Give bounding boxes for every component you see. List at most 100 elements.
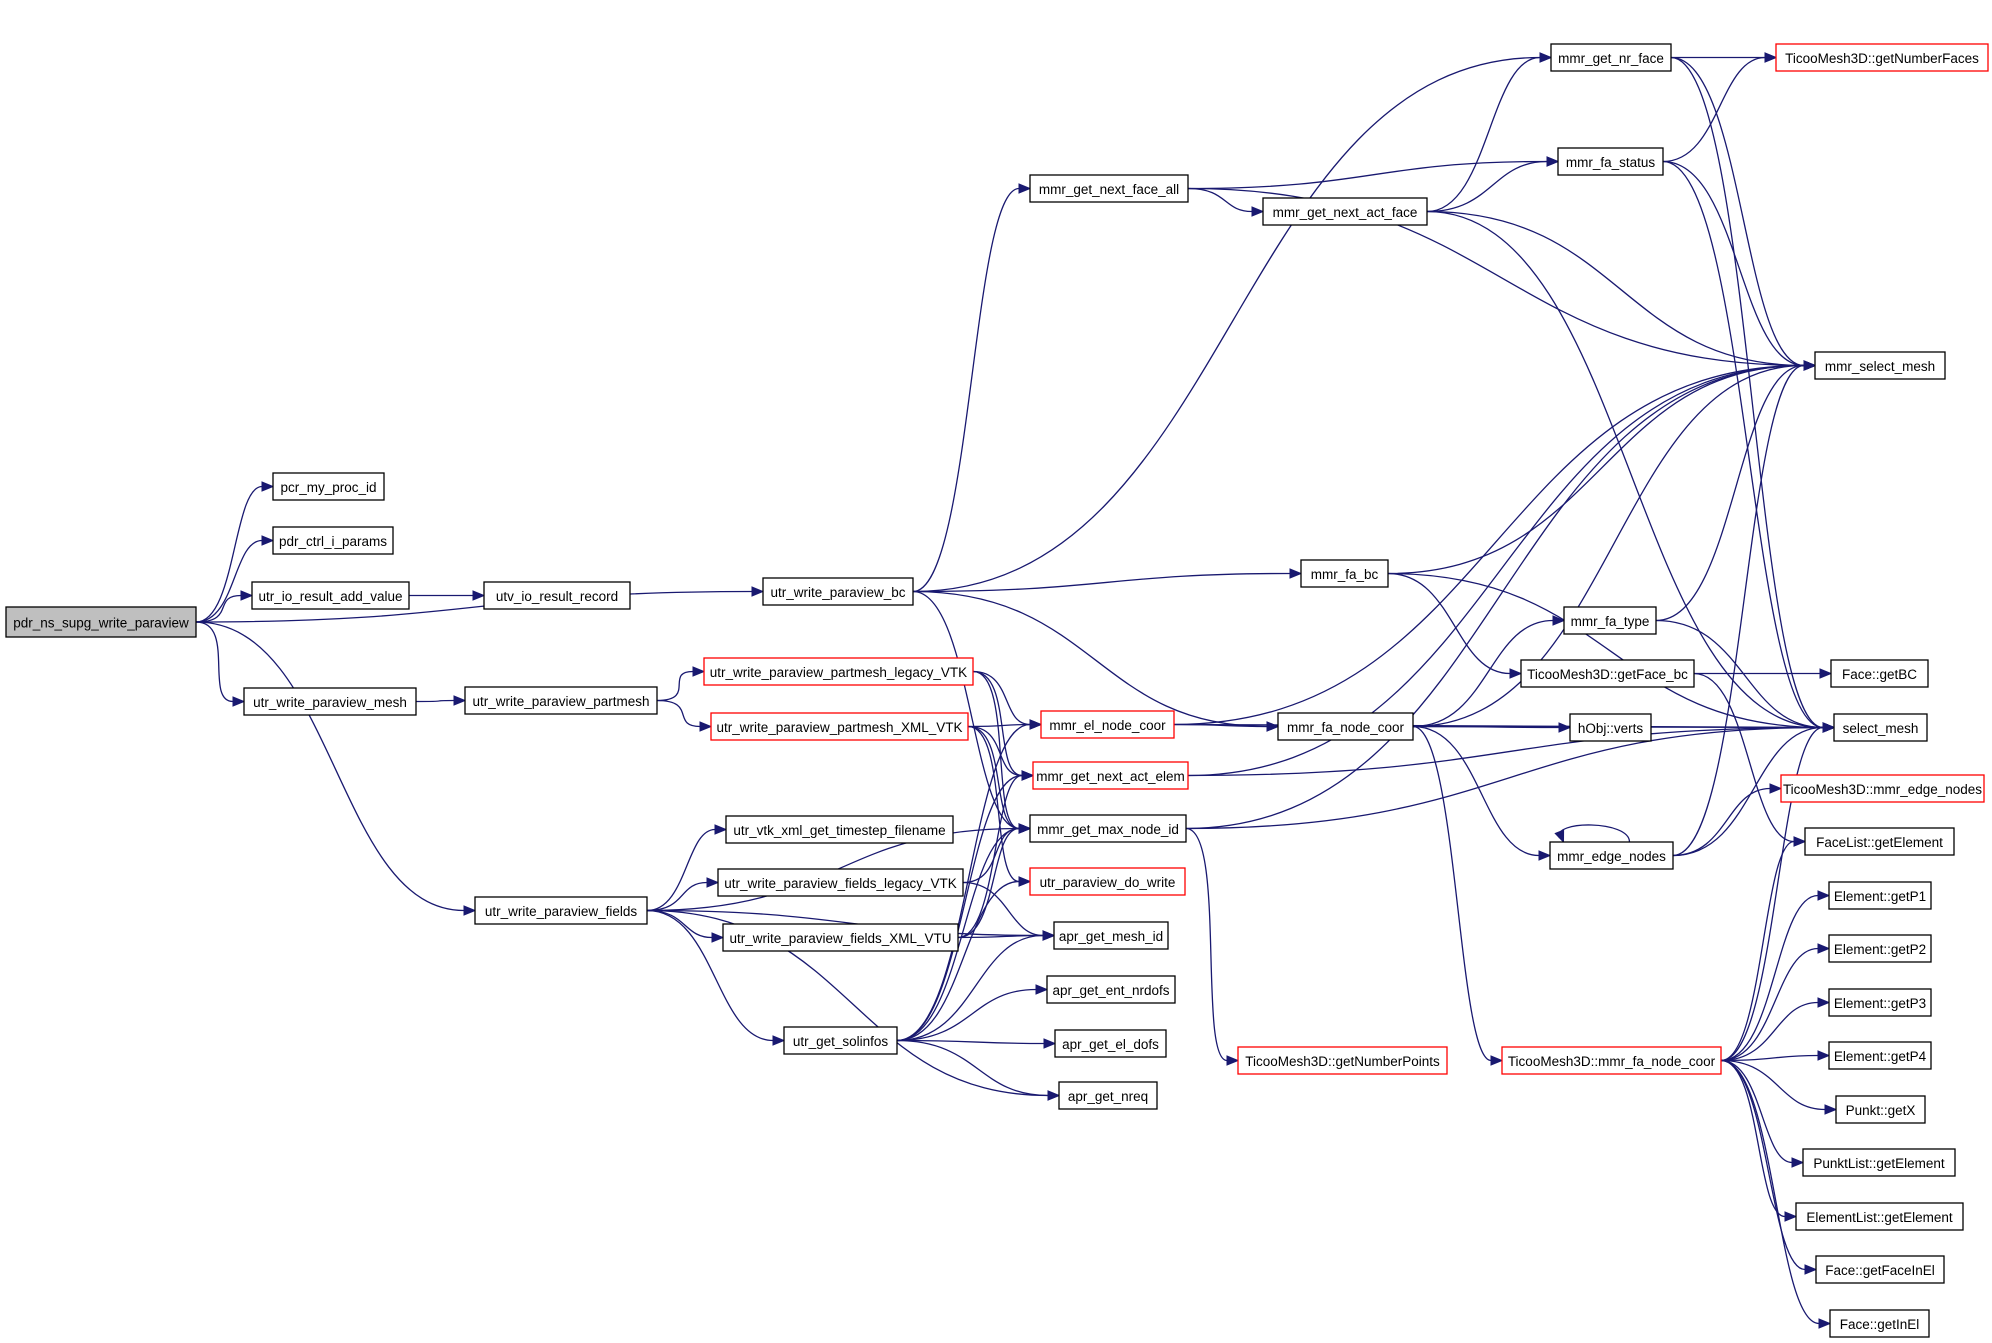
node-box	[762, 577, 914, 606]
edge-utr-io-result-add-value-to-utv-io-result-record	[408, 590, 486, 601]
node-ticoomesh3d-mmr-fa-node-coor[interactable]: TicooMesh3D::mmr_fa_node_coor	[1501, 1046, 1722, 1075]
node-label: hObj::verts	[1578, 721, 1644, 736]
node-mmr-fa-bc[interactable]: mmr_fa_bc	[1300, 559, 1389, 588]
edge-ticoomesh3d-mmr-fa-node-coor-to-punktlist-getelement	[1720, 1059, 1805, 1168]
node-mmr-edge-nodes[interactable]: mmr_edge_nodes	[1549, 841, 1674, 870]
edge-utr-write-paraview-partmesh-to-utr-write-paraview-partmesh-xml-vtk	[656, 699, 713, 732]
node-mmr-fa-status[interactable]: mmr_fa_status	[1557, 147, 1664, 176]
node-label: Face::getBC	[1842, 667, 1917, 682]
node-elementlist-getelement[interactable]: ElementList::getElement	[1795, 1202, 1964, 1231]
node-label: pdr_ns_supg_write_paraview	[13, 616, 189, 631]
node-utr-paraview-do-write[interactable]: utr_paraview_do_write	[1029, 867, 1186, 896]
node-mmr-get-next-act-elem[interactable]: mmr_get_next_act_elem	[1032, 761, 1189, 790]
edge-mmr-edge-nodes-to-ticoomesh3d-mmr-edge-nodes	[1672, 783, 1783, 857]
node-label: FaceList::getElement	[1816, 835, 1943, 850]
node-box	[722, 923, 959, 952]
edge-pdr-ns-supg-write-paraview-to-utr-write-paraview-fields	[195, 621, 477, 916]
node-label: apr_get_nreq	[1068, 1089, 1148, 1104]
node-box	[1557, 147, 1664, 176]
node-utr-io-result-add-value[interactable]: utr_io_result_add_value	[251, 581, 410, 610]
node-label: pcr_my_proc_id	[280, 480, 376, 495]
node-box	[1029, 867, 1186, 896]
edge-utr-get-solinfos-to-apr-get-ent-nrdofs	[896, 984, 1049, 1042]
edge-utr-get-solinfos-to-apr-get-mesh-id	[896, 930, 1056, 1042]
edge-mmr-get-next-act-face-to-mmr-fa-status	[1426, 156, 1560, 213]
node-label: utr_get_solinfos	[793, 1034, 889, 1049]
node-utr-write-paraview-fields-legacy-vtk[interactable]: utr_write_paraview_fields_legacy_VTK	[717, 868, 964, 897]
node-ticoomesh3d-getnumberfaces[interactable]: TicooMesh3D::getNumberFaces	[1775, 43, 1989, 72]
node-apr-get-el-dofs[interactable]: apr_get_el_dofs	[1054, 1029, 1167, 1058]
node-box	[1032, 761, 1189, 790]
node-label: TicooMesh3D::getNumberFaces	[1785, 51, 1979, 66]
node-pdr-ns-supg-write-paraview[interactable]: pdr_ns_supg_write_paraview	[5, 606, 197, 638]
node-box	[1563, 606, 1657, 635]
node-mmr-get-next-act-face[interactable]: mmr_get_next_act_face	[1262, 197, 1428, 226]
node-utr-write-paraview-mesh[interactable]: utr_write_paraview_mesh	[243, 687, 417, 716]
node-label: pdr_ctrl_i_params	[279, 534, 387, 549]
node-apr-get-nreq[interactable]: apr_get_nreq	[1058, 1081, 1158, 1110]
node-label: Element::getP4	[1834, 1049, 1927, 1064]
node-facelist-getelement[interactable]: FaceList::getElement	[1804, 827, 1955, 856]
node-box	[5, 606, 197, 638]
node-utv-io-result-record[interactable]: utv_io_result_record	[483, 581, 631, 610]
node-mmr-el-node-coor[interactable]: mmr_el_node_coor	[1040, 710, 1175, 739]
edge-utr-write-paraview-fields-to-utr-write-paraview-fields-legacy-vtk	[646, 877, 720, 912]
node-mmr-fa-node-coor[interactable]: mmr_fa_node_coor	[1277, 712, 1414, 741]
node-box	[1262, 197, 1428, 226]
node-pdr-ctrl-i-params[interactable]: pdr_ctrl_i_params	[272, 526, 394, 555]
node-mmr-get-max-node-id[interactable]: mmr_get_max_node_id	[1029, 814, 1187, 843]
node-box	[710, 712, 969, 741]
node-label: Face::getInEl	[1840, 1317, 1920, 1332]
node-label: utr_vtk_xml_get_timestep_filename	[733, 823, 945, 838]
node-utr-write-paraview-partmesh-xml-vtk[interactable]: utr_write_paraview_partmesh_XML_VTK	[710, 712, 969, 741]
node-box	[251, 581, 410, 610]
node-utr-get-solinfos[interactable]: utr_get_solinfos	[783, 1026, 898, 1055]
edge-mmr-get-max-node-id-to-mmr-select-mesh	[1185, 360, 1817, 830]
node-box	[1058, 1081, 1158, 1110]
node-element-getp3[interactable]: Element::getP3	[1828, 988, 1932, 1017]
node-utr-write-paraview-fields-xml-vtu[interactable]: utr_write_paraview_fields_XML_VTU	[722, 923, 959, 952]
node-ticoomesh3d-getnumberpoints[interactable]: TicooMesh3D::getNumberPoints	[1237, 1046, 1448, 1075]
node-pcr-my-proc-id[interactable]: pcr_my_proc_id	[272, 472, 385, 501]
node-box	[1775, 43, 1989, 72]
edge-pdr-ns-supg-write-paraview-to-pcr-my-proc-id	[195, 481, 275, 623]
node-mmr-select-mesh[interactable]: mmr_select_mesh	[1814, 351, 1946, 380]
node-mmr-get-nr-face[interactable]: mmr_get_nr_face	[1550, 43, 1672, 72]
node-utr-write-paraview-fields[interactable]: utr_write_paraview_fields	[474, 896, 648, 925]
edge-utr-write-paraview-bc-to-mmr-get-nr-face	[912, 52, 1553, 593]
call-edges	[195, 52, 1838, 1329]
node-element-getp4[interactable]: Element::getP4	[1828, 1041, 1932, 1070]
node-ticoomesh3d-mmr-edge-nodes[interactable]: TicooMesh3D::mmr_edge_nodes	[1780, 774, 1985, 803]
node-label: mmr_get_next_face_all	[1039, 182, 1179, 197]
node-face-getfaceinel[interactable]: Face::getFaceInEl	[1815, 1255, 1945, 1284]
node-element-getp2[interactable]: Element::getP2	[1828, 934, 1932, 963]
node-utr-write-paraview-bc[interactable]: utr_write_paraview_bc	[762, 577, 914, 606]
node-utr-write-paraview-partmesh-legacy-vtk[interactable]: utr_write_paraview_partmesh_legacy_VTK	[703, 657, 974, 686]
node-box	[1029, 174, 1189, 203]
node-label: mmr_fa_bc	[1311, 567, 1379, 582]
node-box	[1802, 1148, 1956, 1177]
node-box	[272, 472, 385, 501]
node-ticoomesh3d-getface-bc[interactable]: TicooMesh3D::getFace_bc	[1520, 659, 1695, 688]
node-label: Element::getP3	[1834, 996, 1926, 1011]
node-hobj-verts[interactable]: hObj::verts	[1569, 713, 1652, 742]
edge-utr-get-solinfos-to-mmr-get-next-act-elem	[896, 770, 1035, 1042]
node-mmr-get-next-face-all[interactable]: mmr_get_next_face_all	[1029, 174, 1189, 203]
node-label: utr_write_paraview_bc	[770, 585, 905, 600]
node-apr-get-ent-nrdofs[interactable]: apr_get_ent_nrdofs	[1046, 975, 1176, 1004]
node-face-getinel[interactable]: Face::getInEl	[1829, 1309, 1930, 1338]
edge-utr-get-solinfos-to-utr-paraview-do-write	[896, 876, 1032, 1042]
node-punkt-getx[interactable]: Punkt::getX	[1835, 1095, 1926, 1124]
node-label: mmr_fa_node_coor	[1287, 720, 1405, 735]
node-apr-get-mesh-id[interactable]: apr_get_mesh_id	[1053, 921, 1169, 950]
node-select-mesh[interactable]: select_mesh	[1833, 713, 1928, 742]
node-utr-vtk-xml-get-timestep-filename[interactable]: utr_vtk_xml_get_timestep_filename	[725, 815, 954, 844]
node-utr-write-paraview-partmesh[interactable]: utr_write_paraview_partmesh	[464, 686, 658, 715]
node-punktlist-getelement[interactable]: PunktList::getElement	[1802, 1148, 1956, 1177]
node-label: Element::getP1	[1834, 889, 1926, 904]
node-element-getp1[interactable]: Element::getP1	[1828, 881, 1932, 910]
edge-mmr-fa-bc-to-select-mesh	[1387, 572, 1836, 733]
node-mmr-fa-type[interactable]: mmr_fa_type	[1563, 606, 1657, 635]
node-label: utr_write_paraview_fields	[485, 904, 638, 919]
node-face-getbc[interactable]: Face::getBC	[1830, 659, 1929, 688]
